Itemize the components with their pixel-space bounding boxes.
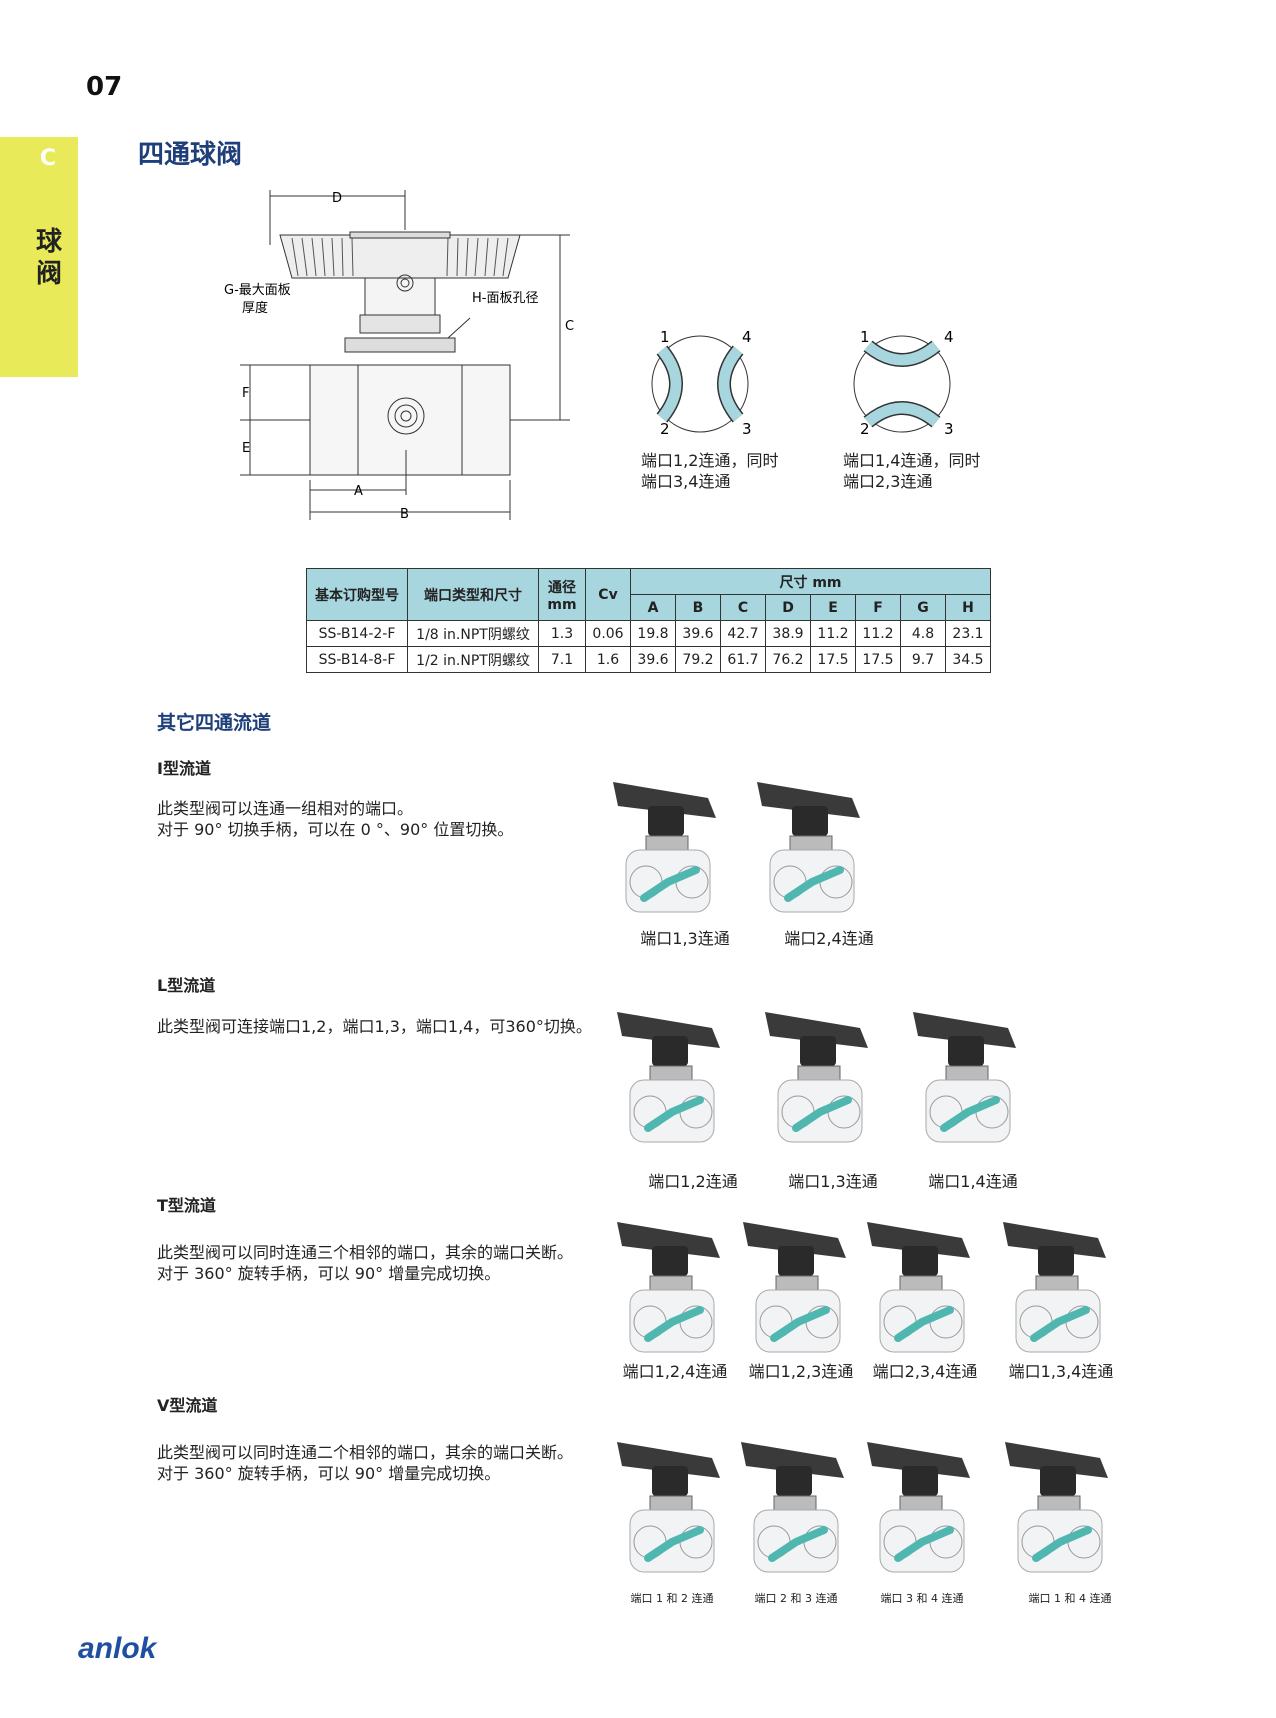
l-flow-title: L型流道 — [157, 976, 216, 995]
page-title: 四通球阀 — [138, 140, 243, 170]
v-caption-3: 端口 3 和 4 连通 — [880, 1592, 964, 1605]
th-col: A — [630, 594, 676, 621]
valve-illustration — [617, 1442, 720, 1573]
port-label: 4 — [944, 328, 954, 346]
brand-logo: anlok — [78, 1632, 157, 1665]
dim-label-g: G-最大面板 — [224, 283, 291, 298]
valve-illustration — [867, 1222, 970, 1353]
v-caption-2: 端口 2 和 3 连通 — [754, 1592, 838, 1605]
port-diagram-14-23: 1 4 2 3 — [853, 328, 954, 438]
port-label: 3 — [944, 420, 954, 438]
valve-illustration — [765, 1012, 868, 1143]
port-label: 2 — [660, 420, 670, 438]
t-flow-desc-2: 对于 360° 旋转手柄，可以 90° 增量完成切换。 — [157, 1264, 501, 1283]
th-model: 基本订购型号 — [306, 568, 408, 621]
th-cv: Cv — [585, 568, 631, 621]
th-col: H — [945, 594, 991, 621]
th-col: G — [900, 594, 946, 621]
dim-label-e: E — [242, 441, 250, 456]
valve-illustration — [1003, 1222, 1106, 1353]
t-caption-2: 端口1,2,3连通 — [748, 1362, 854, 1381]
th-col: F — [855, 594, 901, 621]
valve-illustration — [741, 1442, 844, 1573]
dimension-drawing: D C G-最大面板 厚度 H-面板孔径 F E A B — [224, 190, 574, 522]
valve-illustration — [743, 1222, 846, 1353]
dim-label-f: F — [242, 386, 249, 401]
port-label: 2 — [860, 420, 870, 438]
port-label: 4 — [742, 328, 752, 346]
section-tab-word: 球阀 — [35, 227, 62, 289]
th-col: C — [720, 594, 766, 621]
valve-illustration — [867, 1442, 970, 1573]
l-caption-3: 端口1,4连通 — [928, 1172, 1018, 1191]
v-flow-desc-2: 对于 360° 旋转手柄，可以 90° 增量完成切换。 — [157, 1464, 501, 1483]
port-caption-1a: 端口1,2连通，同时 — [641, 451, 779, 470]
valve-illustration — [913, 1012, 1016, 1143]
dim-label-g2: 厚度 — [242, 300, 268, 316]
port-label: 1 — [860, 328, 870, 346]
dim-label-h: H-面板孔径 — [472, 291, 538, 306]
valve-illustration — [757, 782, 860, 913]
section-tab — [0, 137, 78, 377]
l-caption-2: 端口1,3连通 — [788, 1172, 878, 1191]
th-dims: 尺寸 mm — [630, 568, 991, 595]
i-caption-1: 端口1,3连通 — [640, 929, 730, 948]
t-flow-desc-1: 此类型阀可以同时连通三个相邻的端口，其余的端口关断。 — [157, 1243, 574, 1262]
th-col: E — [810, 594, 856, 621]
th-col: B — [675, 594, 721, 621]
valve-illustration — [617, 1012, 720, 1143]
i-flow-title: I型流道 — [157, 759, 211, 778]
th-col: D — [765, 594, 811, 621]
port-caption-2a: 端口1,4连通，同时 — [843, 451, 981, 470]
port-label: 1 — [660, 328, 670, 346]
v-flow-title: V型流道 — [157, 1396, 218, 1415]
dim-label-d: D — [332, 191, 342, 206]
t-flow-title: T型流道 — [157, 1196, 216, 1215]
v-caption-1: 端口 1 和 2 连通 — [630, 1592, 714, 1605]
page-number: 07 — [86, 72, 123, 102]
v-caption-4: 端口 1 和 4 连通 — [1028, 1592, 1112, 1605]
dim-label-b: B — [400, 507, 409, 522]
other-flow-heading: 其它四通流道 — [157, 712, 272, 734]
port-label: 3 — [742, 420, 752, 438]
v-flow-desc-1: 此类型阀可以同时连通二个相邻的端口，其余的端口关断。 — [157, 1443, 574, 1462]
th-port: 端口类型和尺寸 — [407, 568, 539, 621]
t-caption-3: 端口2,3,4连通 — [872, 1362, 978, 1381]
port-caption-2b: 端口2,3连通 — [843, 472, 933, 491]
i-flow-desc-1: 此类型阀可以连通一组相对的端口。 — [157, 799, 414, 818]
valve-illustration — [613, 782, 716, 913]
valve-illustration — [617, 1222, 720, 1353]
dim-label-a: A — [354, 484, 363, 499]
i-caption-2: 端口2,4连通 — [784, 929, 874, 948]
valve-illustration — [1005, 1442, 1108, 1573]
dim-label-c: C — [565, 319, 574, 334]
port-diagram-12-34: 1 4 2 3 — [651, 328, 752, 438]
l-flow-desc-1: 此类型阀可连接端口1,2，端口1,3，端口1,4，可360°切换。 — [157, 1017, 592, 1036]
port-caption-1b: 端口3,4连通 — [641, 472, 731, 491]
t-caption-4: 端口1,3,4连通 — [1008, 1362, 1114, 1381]
l-caption-1: 端口1,2连通 — [648, 1172, 738, 1191]
section-tab-letter: C — [39, 146, 57, 171]
i-flow-desc-2: 对于 90° 切换手柄，可以在 0 °、90° 位置切换。 — [157, 820, 514, 839]
t-caption-1: 端口1,2,4连通 — [622, 1362, 728, 1381]
